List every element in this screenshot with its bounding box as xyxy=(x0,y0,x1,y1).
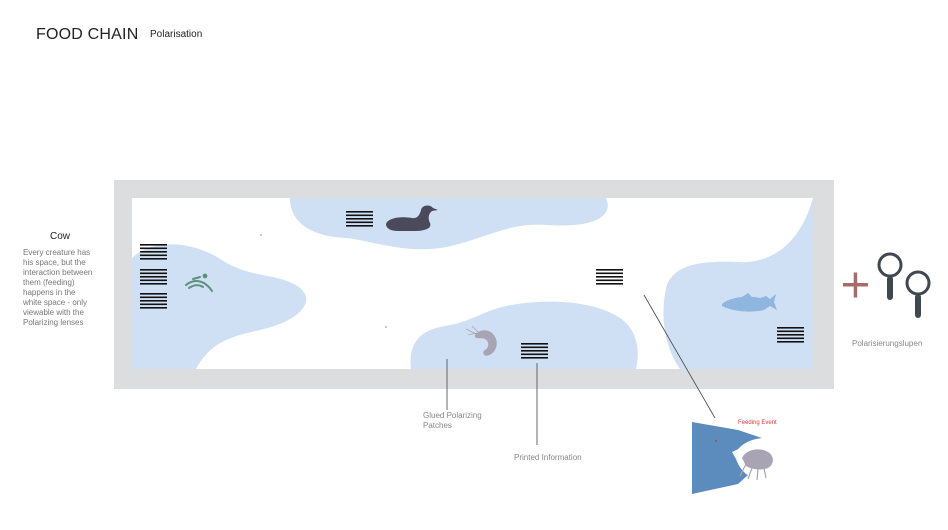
patch-top xyxy=(290,198,608,250)
description-line: white space - only xyxy=(23,298,88,307)
info-block-right xyxy=(777,327,804,343)
info-block-left-1 xyxy=(140,244,167,260)
description-line: happens in the xyxy=(23,288,76,297)
polarizing-patches xyxy=(132,198,813,369)
patch-bottom xyxy=(410,301,638,369)
description-line: Every creature has xyxy=(23,248,91,257)
description-line: them (feeding) xyxy=(23,278,75,287)
patches-label-line: Patches xyxy=(423,421,452,430)
description-line: Polarizing lenses xyxy=(23,318,84,327)
sidebar-description: Every creature has his space, but the in… xyxy=(23,248,105,328)
speck-dot xyxy=(385,326,387,328)
duck-icon xyxy=(386,205,438,231)
printed-info-label: Printed Information xyxy=(514,453,582,462)
magnifier-icon xyxy=(877,252,903,300)
info-block-top xyxy=(346,211,373,227)
amphipod-icon xyxy=(739,449,773,481)
patch-right xyxy=(663,198,813,369)
patches-label-line: Glued Polarizing xyxy=(423,411,482,420)
shrimp-icon xyxy=(465,325,497,356)
plus-icon xyxy=(843,272,868,298)
info-block-left-2 xyxy=(140,269,167,285)
info-block-bottom xyxy=(521,343,548,359)
patches-label: Glued Polarizing Patches xyxy=(423,411,482,431)
info-block-left-3 xyxy=(140,293,167,309)
leader-line-feeding xyxy=(643,294,716,419)
patch-left xyxy=(132,244,307,369)
description-line: viewable with the xyxy=(23,308,84,317)
page-subtitle: Polarisation xyxy=(150,29,203,40)
speck-dot xyxy=(260,234,262,236)
fish-icon xyxy=(722,293,777,312)
sidebar-title: Cow xyxy=(49,231,70,242)
swimmer-icon xyxy=(185,273,213,292)
lenses-label: Polarisierungslupen xyxy=(852,339,923,348)
page-title: FOOD CHAIN xyxy=(36,26,139,43)
printed-info-blocks xyxy=(140,211,804,359)
feeding-event-label: Feeding Event xyxy=(738,420,777,426)
magnifier-icon xyxy=(905,270,931,318)
description-line: his space, but the xyxy=(23,258,86,267)
info-block-center xyxy=(596,269,623,285)
description-line: interaction between xyxy=(23,268,93,277)
